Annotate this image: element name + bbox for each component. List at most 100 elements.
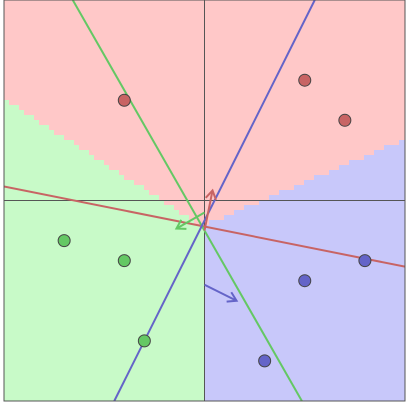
region-cell [134, 135, 139, 140]
region-cell [14, 255, 19, 260]
region-cell [374, 30, 379, 35]
region-cell [74, 30, 79, 35]
region-cell [329, 0, 334, 5]
region-cell [79, 210, 84, 215]
region-cell [189, 5, 194, 10]
region-cell [204, 140, 209, 145]
region-cell [224, 65, 229, 70]
region-cell [64, 90, 69, 95]
region-cell [34, 275, 39, 280]
region-cell [284, 290, 289, 295]
region-cell [154, 65, 159, 70]
region-cell [344, 230, 349, 235]
region-cell [189, 230, 194, 235]
region-cell [274, 285, 279, 290]
region-cell [64, 150, 69, 155]
region-cell [39, 280, 44, 285]
region-cell [379, 285, 384, 290]
region-cell [339, 20, 344, 25]
region-cell [94, 190, 99, 195]
region-cell [354, 225, 359, 230]
region-cell [309, 35, 314, 40]
region-cell [214, 105, 219, 110]
region-cell [49, 150, 54, 155]
region-cell [389, 80, 394, 85]
region-cell [49, 145, 54, 150]
region-cell [159, 60, 164, 65]
region-cell [349, 250, 354, 255]
region-cell [99, 240, 104, 245]
region-cell [39, 55, 44, 60]
region-cell [124, 45, 129, 50]
region-cell [369, 60, 374, 65]
region-cell [179, 20, 184, 25]
region-cell [259, 30, 264, 35]
region-cell [374, 60, 379, 65]
region-cell [179, 110, 184, 115]
region-cell [204, 180, 209, 185]
region-cell [139, 205, 144, 210]
region-cell [64, 135, 69, 140]
region-cell [74, 300, 79, 305]
region-cell [354, 295, 359, 300]
region-cell [44, 30, 49, 35]
region-cell [354, 160, 359, 165]
region-cell [279, 285, 284, 290]
region-cell [304, 90, 309, 95]
region-cell [324, 190, 329, 195]
region-cell [259, 50, 264, 55]
region-cell [349, 5, 354, 10]
region-cell [209, 15, 214, 20]
region-cell [189, 25, 194, 30]
region-cell [284, 30, 289, 35]
region-cell [249, 70, 254, 75]
region-cell [329, 185, 334, 190]
region-cell [329, 80, 334, 85]
region-cell [349, 30, 354, 35]
region-cell [179, 10, 184, 15]
region-cell [114, 65, 119, 70]
region-cell [104, 70, 109, 75]
region-cell [144, 285, 149, 290]
region-cell [284, 130, 289, 135]
region-cell [89, 270, 94, 275]
region-cell [94, 180, 99, 185]
region-cell [84, 290, 89, 295]
region-cell [319, 270, 324, 275]
region-cell [214, 265, 219, 270]
region-cell [124, 25, 129, 30]
region-cell [279, 25, 284, 30]
region-cell [269, 215, 274, 220]
region-cell [214, 260, 219, 265]
region-cell [359, 115, 364, 120]
region-cell [179, 270, 184, 275]
region-cell [304, 210, 309, 215]
region-cell [4, 270, 9, 275]
region-cell [24, 95, 29, 100]
region-cell [309, 130, 314, 135]
region-cell [204, 210, 209, 215]
region-cell [304, 25, 309, 30]
region-cell [354, 195, 359, 200]
region-cell [64, 195, 69, 200]
region-cell [224, 170, 229, 175]
region-cell [244, 165, 249, 170]
region-cell [109, 80, 114, 85]
region-cell [359, 280, 364, 285]
region-cell [144, 210, 149, 215]
region-cell [224, 190, 229, 195]
region-cell [314, 180, 319, 185]
region-cell [104, 305, 109, 310]
region-cell [264, 20, 269, 25]
region-cell [379, 125, 384, 130]
region-cell [259, 70, 264, 75]
region-cell [214, 50, 219, 55]
region-cell [289, 275, 294, 280]
region-cell [324, 205, 329, 210]
region-cell [209, 295, 214, 300]
region-cell [354, 90, 359, 95]
region-cell [214, 175, 219, 180]
region-cell [394, 290, 399, 295]
region-cell [319, 100, 324, 105]
region-cell [219, 135, 224, 140]
